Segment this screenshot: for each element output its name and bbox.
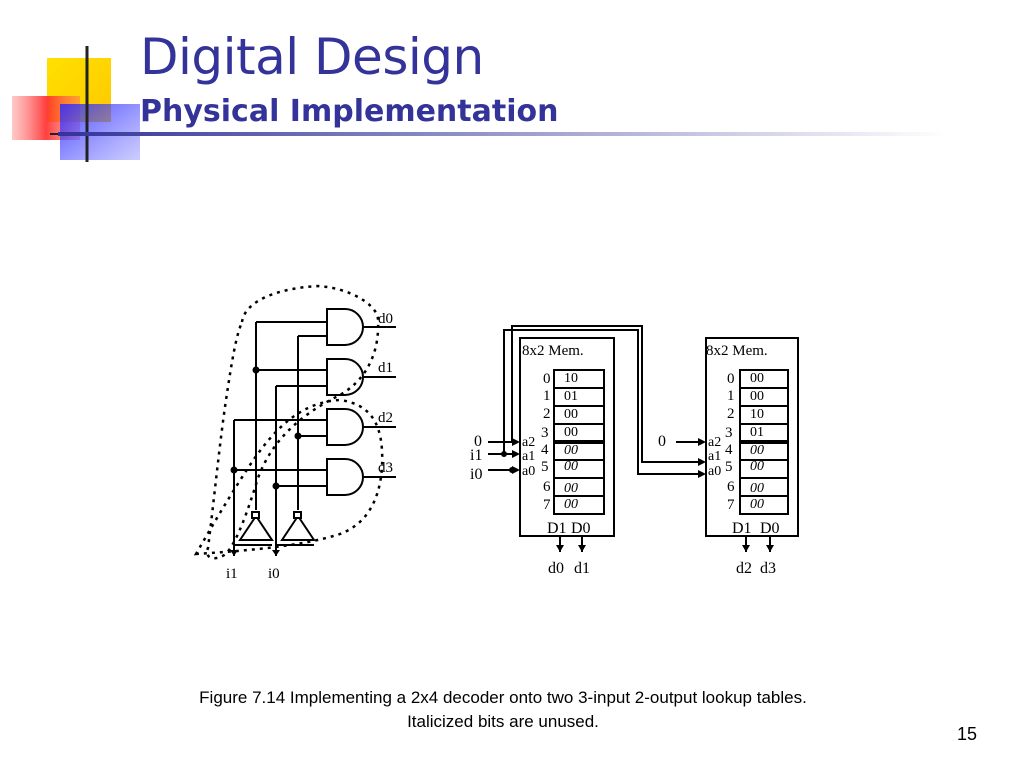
lut2-pin-a2: a2 <box>708 435 721 450</box>
lut1-cell-6: 00 <box>564 481 578 496</box>
caption-line-1: Figure 7.14 Implementing a 2x4 decoder o… <box>199 688 807 707</box>
and-gate-d3 <box>326 458 364 496</box>
lut1-cell-7: 00 <box>564 497 578 512</box>
lut2-addr-2: 2 <box>727 406 735 422</box>
lut1-addr-2: 2 <box>543 406 551 422</box>
lut1-pin-a0: a0 <box>522 464 535 479</box>
and-gate-d0 <box>326 308 364 346</box>
lut1-pin-a1: a1 <box>522 449 535 464</box>
and-gate-d1 <box>326 358 364 396</box>
lut2-output-d3: d3 <box>760 560 776 577</box>
lut1-title: 8x2 Mem. <box>522 343 584 359</box>
lut1-cell-1: 01 <box>564 389 578 404</box>
lut1-addr-0: 0 <box>543 371 551 387</box>
decoder-lut-diagram: d0 d1 d2 d3 i1 i0 8x2 Mem. <box>193 284 799 582</box>
lut2-addr-1: 1 <box>727 388 735 404</box>
lut2-input-0: 0 <box>658 433 666 450</box>
title-underline <box>58 132 948 136</box>
lut2-cell-1: 00 <box>750 389 764 404</box>
inverter-i1 <box>238 514 274 541</box>
lut1-cell-5: 00 <box>564 459 578 474</box>
lut2-pin-a0: a0 <box>708 464 721 479</box>
lut1-cell-2: 00 <box>564 407 578 422</box>
lut2-pin-D0: D0 <box>760 520 780 537</box>
lut2-title: 8x2 Mem. <box>706 343 768 359</box>
lut2-cell-5: 00 <box>750 459 764 474</box>
lut1-box <box>519 337 615 537</box>
slide-title: Digital Design <box>140 28 484 86</box>
lut2-addr-3: 3 <box>725 425 733 441</box>
caption-line-2: Italicized bits are unused. <box>407 712 599 731</box>
decoder-output-d0: d0 <box>378 311 393 327</box>
lut1-input-0: 0 <box>474 433 482 450</box>
lut1-addr-4: 4 <box>541 442 549 458</box>
lut2-group-outline <box>193 398 384 556</box>
decoder-input-i1: i1 <box>226 566 238 582</box>
lut1-addr-6: 6 <box>543 479 551 495</box>
lut1-cell-0: 10 <box>564 371 578 386</box>
figure-caption: Figure 7.14 Implementing a 2x4 decoder o… <box>0 686 1006 734</box>
decoder-input-i0: i0 <box>268 566 280 582</box>
lut1-pin-D1: D1 <box>547 520 567 537</box>
lut1-output-d0: d0 <box>548 560 564 577</box>
slide-subtitle: Physical Implementation <box>140 94 559 129</box>
lut1-cell-4: 00 <box>564 443 578 458</box>
decoder-output-d1: d1 <box>378 360 393 376</box>
lut2-cell-2: 10 <box>750 407 764 422</box>
lut2-cell-3: 01 <box>750 425 764 440</box>
lut2-cell-0: 00 <box>750 371 764 386</box>
lut1-pin-a2: a2 <box>522 435 535 450</box>
lut2-addr-7: 7 <box>727 497 735 513</box>
lut1-pin-D0: D0 <box>571 520 591 537</box>
lut2-box <box>705 337 799 537</box>
lut2-addr-0: 0 <box>727 371 735 387</box>
and-gate-d2 <box>326 408 364 446</box>
lut2-addr-6: 6 <box>727 479 735 495</box>
lut1-group-outline <box>205 284 380 560</box>
lut2-addr-4: 4 <box>725 442 733 458</box>
lut1-addr-3: 3 <box>541 425 549 441</box>
lut2-pin-D1: D1 <box>732 520 752 537</box>
lut2-cell-6: 00 <box>750 481 764 496</box>
lut2-output-d2: d2 <box>736 560 752 577</box>
slide-logo <box>12 46 150 162</box>
lut1-cell-3: 00 <box>564 425 578 440</box>
lut1-addr-1: 1 <box>543 388 551 404</box>
lut1-input-i0: i0 <box>470 466 482 483</box>
page-number: 15 <box>956 724 977 744</box>
lut2-cell-4: 00 <box>750 443 764 458</box>
inverter-i0 <box>280 514 316 541</box>
decoder-output-d2: d2 <box>378 410 393 426</box>
lut1-addr-7: 7 <box>543 497 551 513</box>
decoder-output-d3: d3 <box>378 460 393 476</box>
lut1-output-d1: d1 <box>574 560 590 577</box>
lut2-cell-7: 00 <box>750 497 764 512</box>
lut1-input-i1: i1 <box>470 447 482 464</box>
lut1-addr-5: 5 <box>541 459 549 475</box>
lut2-addr-5: 5 <box>725 459 733 475</box>
lut2-pin-a1: a1 <box>708 449 721 464</box>
